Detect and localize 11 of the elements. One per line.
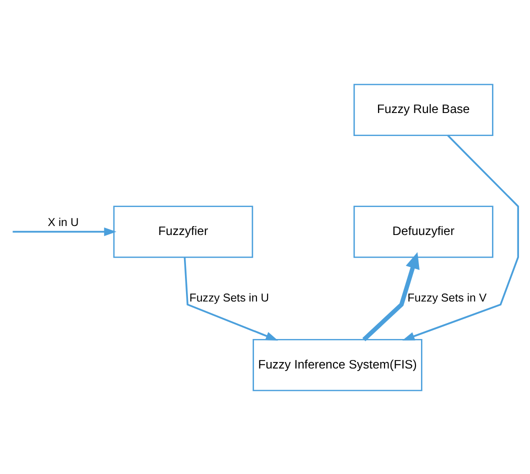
edge-label: Fuzzy Sets in V: [408, 292, 487, 304]
arrow: [184, 256, 278, 340]
edge-label: Fuzzy Sets in U: [189, 292, 270, 304]
arrow: [12, 227, 116, 236]
node-box: Fuzzy Rule Base: [354, 83, 494, 136]
node-box: Fuzzy Inference System(FIS): [252, 338, 422, 391]
arrow: [402, 134, 519, 340]
edge-label: X in U: [48, 216, 79, 229]
node-box: Defuuzyfier: [354, 205, 494, 258]
node-box: Fuzzyfier: [113, 205, 254, 258]
arrow: [362, 252, 420, 341]
